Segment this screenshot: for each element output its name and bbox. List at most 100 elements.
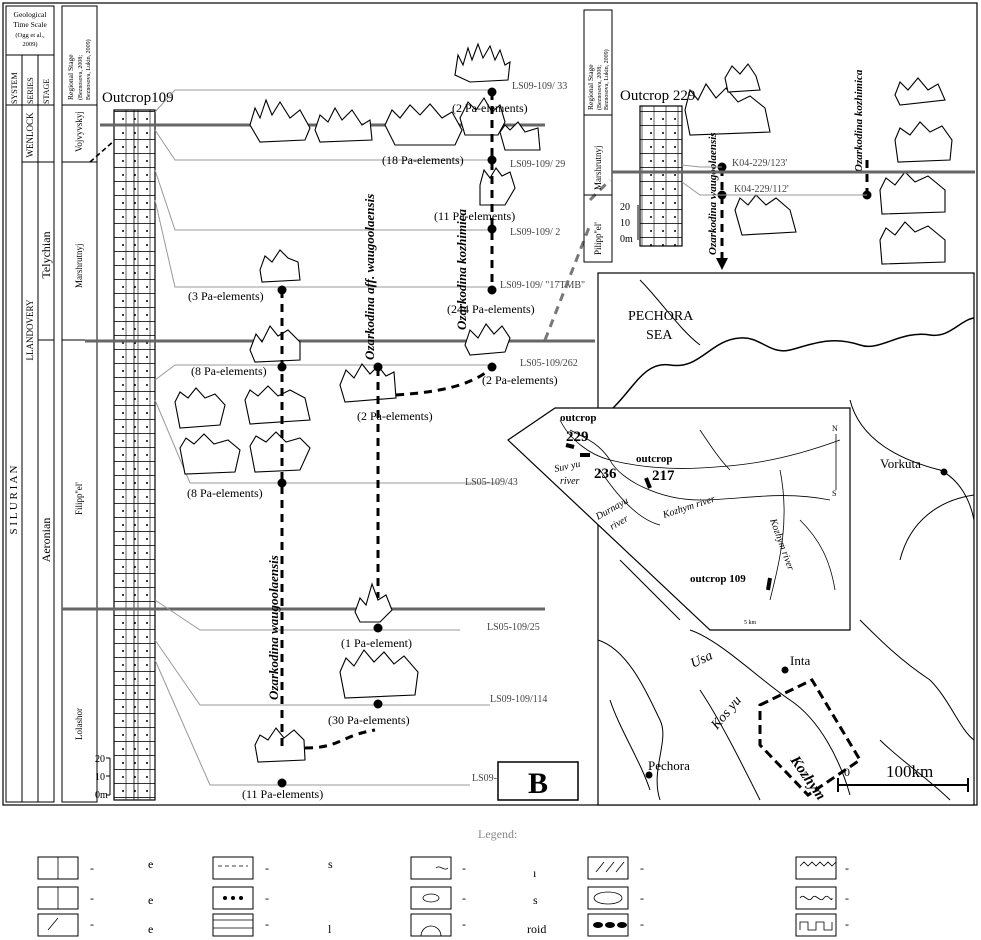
panel-b-label: B [528, 767, 548, 800]
count-11b: (11 Pa-elements) [242, 787, 323, 801]
pa-element-229-f [879, 171, 946, 215]
map-coastline [597, 317, 975, 421]
figure-frame [2, 2, 978, 806]
sample-label-17tmb: LS09-109/ "17TMB" [500, 280, 585, 291]
legend-fragment-1: e [148, 857, 153, 871]
pa-element-8a [249, 324, 301, 363]
stage-lolashor: Lolashor [74, 708, 84, 740]
time-scale-header-2: Time Scale [13, 20, 47, 29]
sample-label-114: LS09-109/114 [490, 694, 547, 705]
conodont-elements [174, 42, 953, 763]
pa-element-18-a [249, 98, 311, 143]
inset-scale: 5 km [744, 620, 757, 626]
pa-element-18-d [459, 96, 506, 136]
scale229-20: 20 [620, 202, 630, 213]
count-1: (1 Pa-element) [341, 636, 412, 650]
legend-fragment-5: l [328, 922, 332, 936]
correlation-dash-229 [543, 224, 592, 341]
legend-dash-11: - [640, 891, 644, 905]
count-18: (18 Pa-elements) [382, 153, 464, 167]
sample-tie-lines [154, 89, 500, 786]
legend-dash-5: - [265, 891, 269, 905]
pa-element-18-b [314, 106, 373, 143]
pa-element-229-e [894, 121, 953, 163]
legend-swatch-dots [223, 896, 627, 928]
pa-element-1 [354, 582, 393, 623]
inset-outcrop109-label: outcrop 109 [690, 573, 746, 585]
time-scale-header-1: Geological [14, 10, 47, 19]
legend-title: Legend: [478, 827, 517, 841]
regional-stage-header-2: (Beznosova, 2008; [77, 55, 84, 100]
stage-filippel-229: Pilipp''el' [593, 222, 603, 255]
legend-dash-12: - [640, 917, 644, 931]
legend-dash-15: - [845, 917, 849, 931]
inset-236: 236 [594, 466, 617, 482]
pa-element-8b-1 [174, 387, 226, 429]
count-244: (244 Pa-elements) [447, 302, 535, 316]
legend-fragment-4: s [328, 857, 333, 871]
pa-element-229-c [734, 194, 797, 236]
pa-element-8b-4 [249, 431, 311, 473]
pa-element-229-d [894, 77, 946, 106]
count-3: (3 Pa-elements) [188, 289, 264, 303]
inset-217: 217 [652, 468, 675, 484]
map-kozhym-area [758, 678, 863, 797]
legend-dash-9: - [462, 917, 466, 931]
stage-filippel: Filipp''el' [74, 482, 84, 515]
inset-outcrop217-mark [644, 477, 652, 489]
legend-fragment-6: ı [533, 866, 537, 880]
inset-map: outcrop 229 236 outcrop 217 outcrop 109 … [507, 407, 851, 631]
legend-fragment-8: roid [527, 922, 546, 936]
sample-label-25: LS05-109/25 [487, 622, 540, 633]
pa-element-8b-3 [179, 433, 241, 475]
tie-229-112 [681, 181, 867, 196]
legend-dash-7: - [462, 861, 466, 875]
inset-suvyu: Suv yu [553, 459, 581, 475]
pa-element-30 [339, 649, 419, 699]
pa-element-8b-2 [244, 385, 311, 425]
regional-stage-229-header-3: Beznosova, Lukin, 2009) [603, 49, 610, 110]
sample-label-33: LS09-109/ 33 [512, 81, 567, 92]
species-kozhimica-229: Ozarkodina kozhimica [853, 69, 865, 172]
regional-stage-header-1: Regional Stage [66, 54, 75, 100]
outcrop229-lithology-column [639, 105, 683, 247]
outcrop109-scale: 20 10 0m [95, 754, 111, 801]
outcrop109-title: Outcrop109 [102, 90, 174, 106]
map-sea-label-2: SEA [646, 328, 673, 343]
count-11a: (11 Pa-elements) [434, 209, 515, 223]
map-vorkuta: Vorkuta [880, 456, 921, 471]
col-stage-label: STAGE [42, 79, 51, 104]
regional-stage-column: Regional Stage (Beznosova, 2008; Beznoso… [61, 5, 98, 803]
scale229-0m: 0m [620, 234, 633, 245]
stage-marshrutnyj-229: Marshrutnyj [593, 146, 603, 191]
count-2c: (2 Pa-elements) [482, 373, 558, 387]
map-inta: Inta [790, 653, 810, 668]
inset-south: S [832, 489, 836, 498]
sample-label-43: LS05-109/43 [465, 477, 518, 488]
time-scale-columns: Geological Time Scale (Ogg et al., 2009)… [5, 5, 55, 803]
pa-element-229-b [724, 63, 761, 93]
map-rivers [597, 279, 975, 801]
scale229-10: 10 [620, 218, 630, 229]
sample-label-29: LS09-109/ 29 [510, 159, 565, 170]
regional-stage-229-header-2: (Beznosova, 2008; [596, 65, 603, 110]
scale-10: 10 [95, 772, 105, 783]
legend-dash-2: - [90, 891, 94, 905]
sample-label-k123: K04-229/123' [732, 158, 787, 169]
count-8a: (8 Pa-elements) [191, 364, 267, 378]
inset-229: 229 [566, 429, 589, 445]
pa-element-11b [254, 727, 306, 763]
legend-dash-10: - [640, 861, 644, 875]
species-range-lines [280, 92, 869, 750]
inset-outcrop229-label: outcrop [560, 412, 596, 424]
map-scale-label: 100km [886, 762, 933, 781]
pa-element-2b [339, 363, 397, 403]
legend-dash-13: - [845, 861, 849, 875]
pa-element-229-g [879, 221, 946, 265]
stage-telychian: Telychian [39, 231, 53, 278]
sample-label-262: LS05-109/262 [520, 358, 578, 369]
species-aff-waugoolaensis: Ozarkodina aff. waugoolaensis [362, 194, 377, 360]
regional-stage-229-header-1: Regional Stage [586, 64, 595, 110]
pa-element-18-c [384, 103, 463, 146]
stage-marshrutnyj: Marshrutnyj [74, 244, 84, 289]
